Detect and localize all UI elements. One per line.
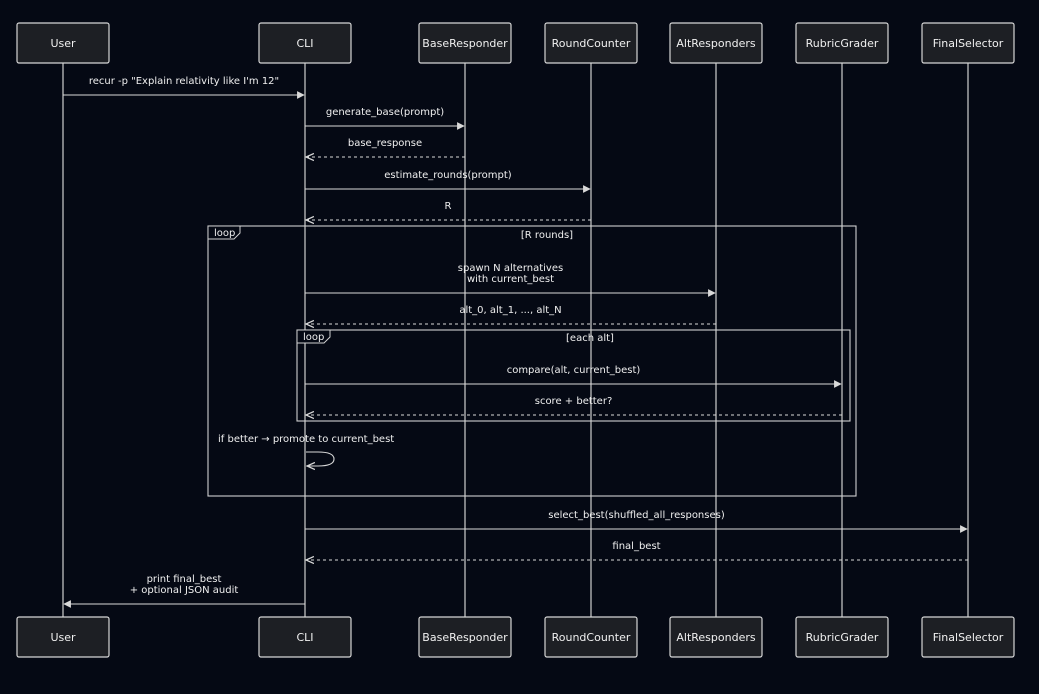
actor-label-alt-top: AltResponders (676, 37, 755, 50)
actor-box-final-top (921, 22, 1015, 64)
message-label-m6-line1: spawn N alternatives (458, 263, 563, 274)
message-label-m9: score + better? (535, 396, 613, 407)
message-label-m11: select_best(shuffled_all_responses) (548, 510, 725, 521)
self-message-label: if better → promote to current_best (218, 434, 394, 445)
message-label-m13-line1: print final_best (147, 574, 222, 585)
actor-base-bottom: BaseResponder (418, 616, 512, 658)
message-m2: generate_base(prompt) (305, 107, 465, 130)
actor-box-base-top (418, 22, 512, 64)
frame-inner-loop: loop [each alt] (296, 329, 851, 422)
actor-box-base-bottom (418, 616, 512, 658)
actor-label-user-top: User (50, 37, 76, 50)
actor-row-top: User CLI BaseResponder RoundCounter AltRespo… (16, 22, 1015, 64)
message-m8: compare(alt, current_best) (305, 365, 842, 388)
message-label-m1: recur -p "Explain relativity like I'm 12… (89, 76, 279, 87)
actor-label-user-bottom: User (50, 631, 76, 644)
message-m11: select_best(shuffled_all_responses) (305, 510, 968, 533)
actor-label-base-bottom: BaseResponder (422, 631, 508, 644)
actor-label-alt-bottom: AltResponders (676, 631, 755, 644)
actor-label-cli-bottom: CLI (296, 631, 313, 644)
actor-cli-bottom: CLI (258, 616, 352, 658)
actor-box-cli-top (258, 22, 352, 64)
actor-final-bottom: FinalSelector (921, 616, 1015, 658)
actor-box-user-top (16, 22, 110, 64)
actor-label-rubric-bottom: RubricGrader (806, 631, 879, 644)
message-m9: score + better? (306, 396, 842, 415)
actor-label-final-top: FinalSelector (933, 37, 1004, 50)
lifelines (62, 63, 969, 617)
frame-inner-tag-text: loop (303, 332, 324, 343)
message-m13: print final_best+ optional JSON audit (63, 574, 305, 608)
message-m3: base_response (306, 138, 465, 157)
frame-outer-loop: loop [R rounds] (207, 225, 857, 497)
message-label-m2: generate_base(prompt) (326, 107, 444, 118)
message-m7: alt_0, alt_1, ..., alt_N (306, 305, 716, 324)
actor-box-rubric-top (795, 22, 889, 64)
frame-inner-tag (296, 329, 331, 344)
message-label-m4: estimate_rounds(prompt) (384, 170, 512, 181)
frame-outer-border (207, 225, 857, 497)
actor-box-round-bottom (544, 616, 638, 658)
actor-label-final-bottom: FinalSelector (933, 631, 1004, 644)
self-message: if better → promote to current_best (218, 434, 394, 466)
actor-label-cli-top: CLI (296, 37, 313, 50)
actor-label-rubric-top: RubricGrader (806, 37, 879, 50)
actor-box-cli-bottom (258, 616, 352, 658)
actor-base-top: BaseResponder (418, 22, 512, 64)
message-label-m5: R (445, 201, 452, 212)
message-m12: final_best (306, 541, 968, 560)
actor-box-alt-top (669, 22, 763, 64)
frame-inner-condition: [each alt] (566, 333, 614, 344)
message-label-m6-line2: with current_best (467, 274, 554, 285)
actor-box-final-bottom (921, 616, 1015, 658)
actor-rubric-bottom: RubricGrader (795, 616, 889, 658)
message-label-m8: compare(alt, current_best) (507, 365, 641, 376)
actor-box-user-bottom (16, 616, 110, 658)
actor-label-round-bottom: RoundCounter (552, 631, 631, 644)
actor-cli-top: CLI (258, 22, 352, 64)
message-m4: estimate_rounds(prompt) (305, 170, 591, 193)
actor-user-top: User (16, 22, 110, 64)
actor-alt-top: AltResponders (669, 22, 763, 64)
message-m5: R (306, 201, 591, 220)
message-label-m13-line2: + optional JSON audit (130, 585, 239, 596)
frame-outer-condition: [R rounds] (521, 230, 573, 241)
frame-outer-tag (207, 225, 241, 240)
actor-box-rubric-bottom (795, 616, 889, 658)
message-m1: recur -p "Explain relativity like I'm 12… (63, 76, 305, 99)
frame-outer-tag-text: loop (214, 228, 235, 239)
self-message-arrow (306, 451, 335, 466)
actor-round-top: RoundCounter (544, 22, 638, 64)
actor-alt-bottom: AltResponders (669, 616, 763, 658)
message-label-m12: final_best (612, 541, 660, 552)
actor-box-round-top (544, 22, 638, 64)
actor-row-bottom: User CLI BaseResponder RoundCounter AltRespo… (16, 616, 1015, 658)
actor-user-bottom: User (16, 616, 110, 658)
actor-final-top: FinalSelector (921, 22, 1015, 64)
frame-inner-border (296, 329, 851, 422)
loop-frames: loop [R rounds] loop [each alt] (207, 225, 857, 497)
message-label-m7: alt_0, alt_1, ..., alt_N (459, 305, 561, 316)
actor-label-base-top: BaseResponder (422, 37, 508, 50)
actor-box-alt-bottom (669, 616, 763, 658)
message-label-m3: base_response (348, 138, 422, 149)
actor-round-bottom: RoundCounter (544, 616, 638, 658)
actor-label-round-top: RoundCounter (552, 37, 631, 50)
actor-rubric-top: RubricGrader (795, 22, 889, 64)
messages: recur -p "Explain relativity like I'm 12… (63, 76, 968, 608)
